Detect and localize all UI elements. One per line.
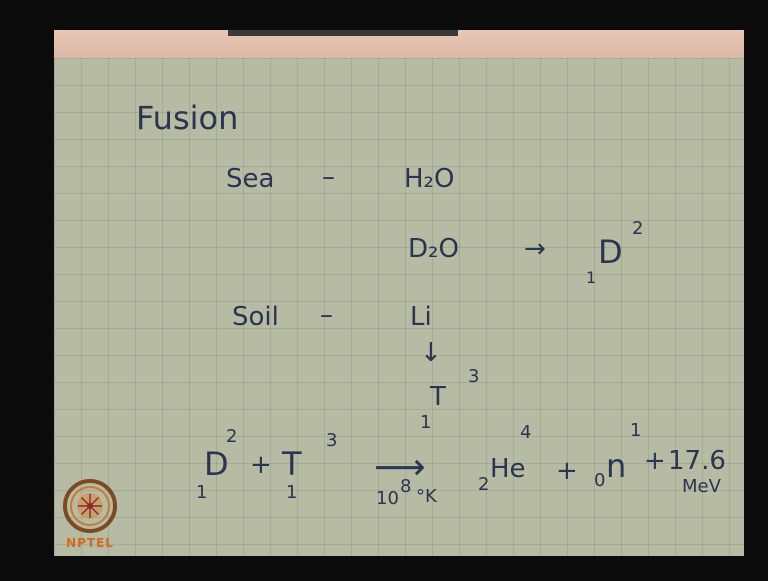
eq-plus-2: + — [556, 456, 578, 486]
deuterium-atomic-number: 1 — [586, 268, 597, 287]
d2o-formula: D₂O — [408, 234, 459, 264]
eq-tritium-atomic: 1 — [286, 482, 298, 503]
sea-label: Sea — [226, 164, 275, 194]
lithium-symbol: Li — [410, 302, 432, 332]
graph-paper: Fusion Sea – H₂O D₂O → 1 D 2 Soil – Li ↓… — [54, 58, 744, 556]
eq-deuterium-symbol: D — [204, 445, 229, 483]
nptel-emblem-icon — [63, 479, 117, 533]
eq-arrow: ⟶ — [374, 447, 426, 488]
eq-energy-unit: MeV — [682, 476, 721, 497]
arrow-1: → — [524, 234, 546, 264]
eq-tritium-mass: 3 — [326, 430, 338, 451]
tritium-symbol: T — [430, 382, 446, 412]
eq-helium-mass: 4 — [520, 422, 532, 443]
eq-neutron-mass: 1 — [630, 420, 642, 441]
eq-deuterium-atomic: 1 — [196, 482, 208, 503]
h2o-formula: H₂O — [404, 164, 455, 194]
dash-2: – — [320, 300, 333, 330]
slide-title: Fusion — [136, 99, 239, 137]
tritium-atomic-number: 1 — [420, 412, 432, 433]
arrow-down: ↓ — [420, 338, 442, 368]
top-strip — [228, 30, 458, 36]
eq-helium-symbol: He — [490, 454, 526, 484]
eq-condition-unit: °K — [416, 486, 437, 507]
eq-energy: 17.6 — [668, 446, 726, 476]
eq-neutron-symbol: n — [606, 447, 627, 485]
eq-tritium-symbol: T — [282, 445, 302, 483]
tritium-mass-number: 3 — [468, 366, 480, 387]
eq-plus-3: + — [644, 446, 666, 476]
deuterium-symbol: D — [598, 233, 623, 271]
nptel-logo-text: NPTEL — [66, 536, 114, 550]
eq-neutron-atomic: 0 — [594, 470, 606, 491]
dash-1: – — [322, 162, 335, 192]
eq-deuterium-mass: 2 — [226, 426, 238, 447]
deuterium-mass-number: 2 — [632, 218, 644, 239]
eq-helium-atomic: 2 — [478, 474, 490, 495]
nptel-logo: NPTEL — [60, 478, 120, 550]
soil-label: Soil — [232, 302, 279, 332]
eq-plus-1: + — [250, 450, 272, 480]
eq-condition-exponent: 8 — [400, 476, 412, 497]
eq-condition: 10 — [376, 488, 399, 509]
